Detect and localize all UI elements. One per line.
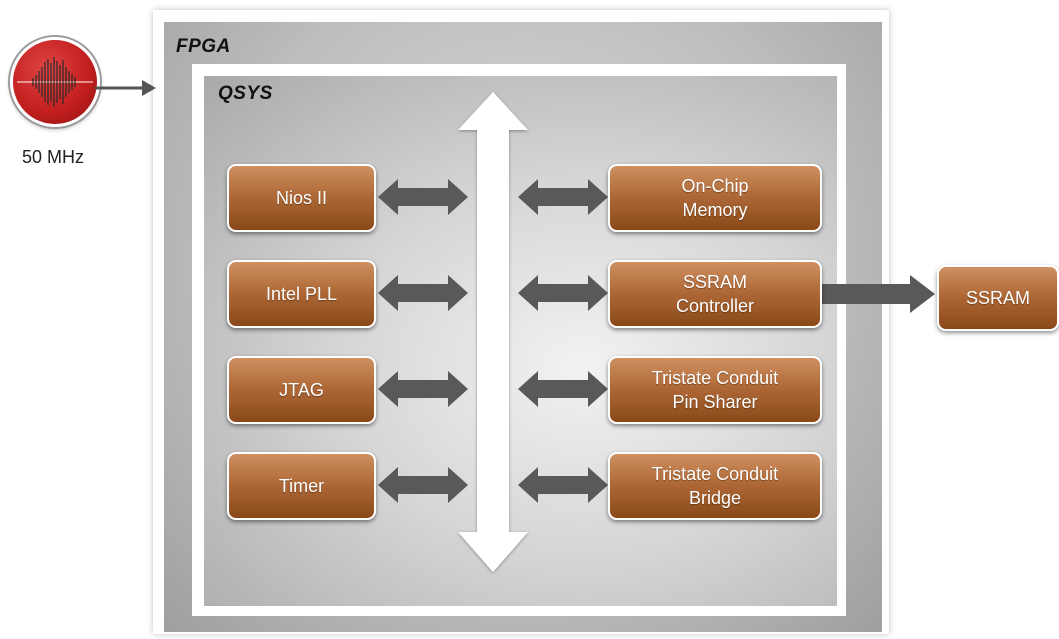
waveform-icon xyxy=(17,57,93,107)
qsys-title: QSYS xyxy=(218,83,273,104)
right-connector-arrow xyxy=(518,275,608,311)
tristate-pin-sharer-block: Tristate Conduit Pin Sharer xyxy=(608,356,822,424)
fpga-title: FPGA xyxy=(176,36,231,57)
external-ssram-block: SSRAM xyxy=(937,265,1059,331)
left-connector-arrow xyxy=(378,371,468,407)
jtag-block: JTAG xyxy=(227,356,376,424)
clock-arrow xyxy=(95,80,156,96)
nios-ii-block: Nios II xyxy=(227,164,376,232)
clock-source-icon xyxy=(10,37,100,127)
system-bus-arrow xyxy=(458,92,528,572)
right-connector-arrow xyxy=(518,467,608,503)
left-connector-arrow xyxy=(378,179,468,215)
right-connector-arrow xyxy=(518,179,608,215)
tristate-bridge-block: Tristate Conduit Bridge xyxy=(608,452,822,520)
left-connector-arrow xyxy=(378,467,468,503)
left-connector-arrow xyxy=(378,275,468,311)
ssram-controller-block: SSRAM Controller xyxy=(608,260,822,328)
on-chip-memory-block: On-Chip Memory xyxy=(608,164,822,232)
clock-frequency-label: 50 MHz xyxy=(22,147,85,167)
right-connector-arrow xyxy=(518,371,608,407)
ssram-output-arrow xyxy=(818,275,935,313)
intel-pll-block: Intel PLL xyxy=(227,260,376,328)
timer-block: Timer xyxy=(227,452,376,520)
